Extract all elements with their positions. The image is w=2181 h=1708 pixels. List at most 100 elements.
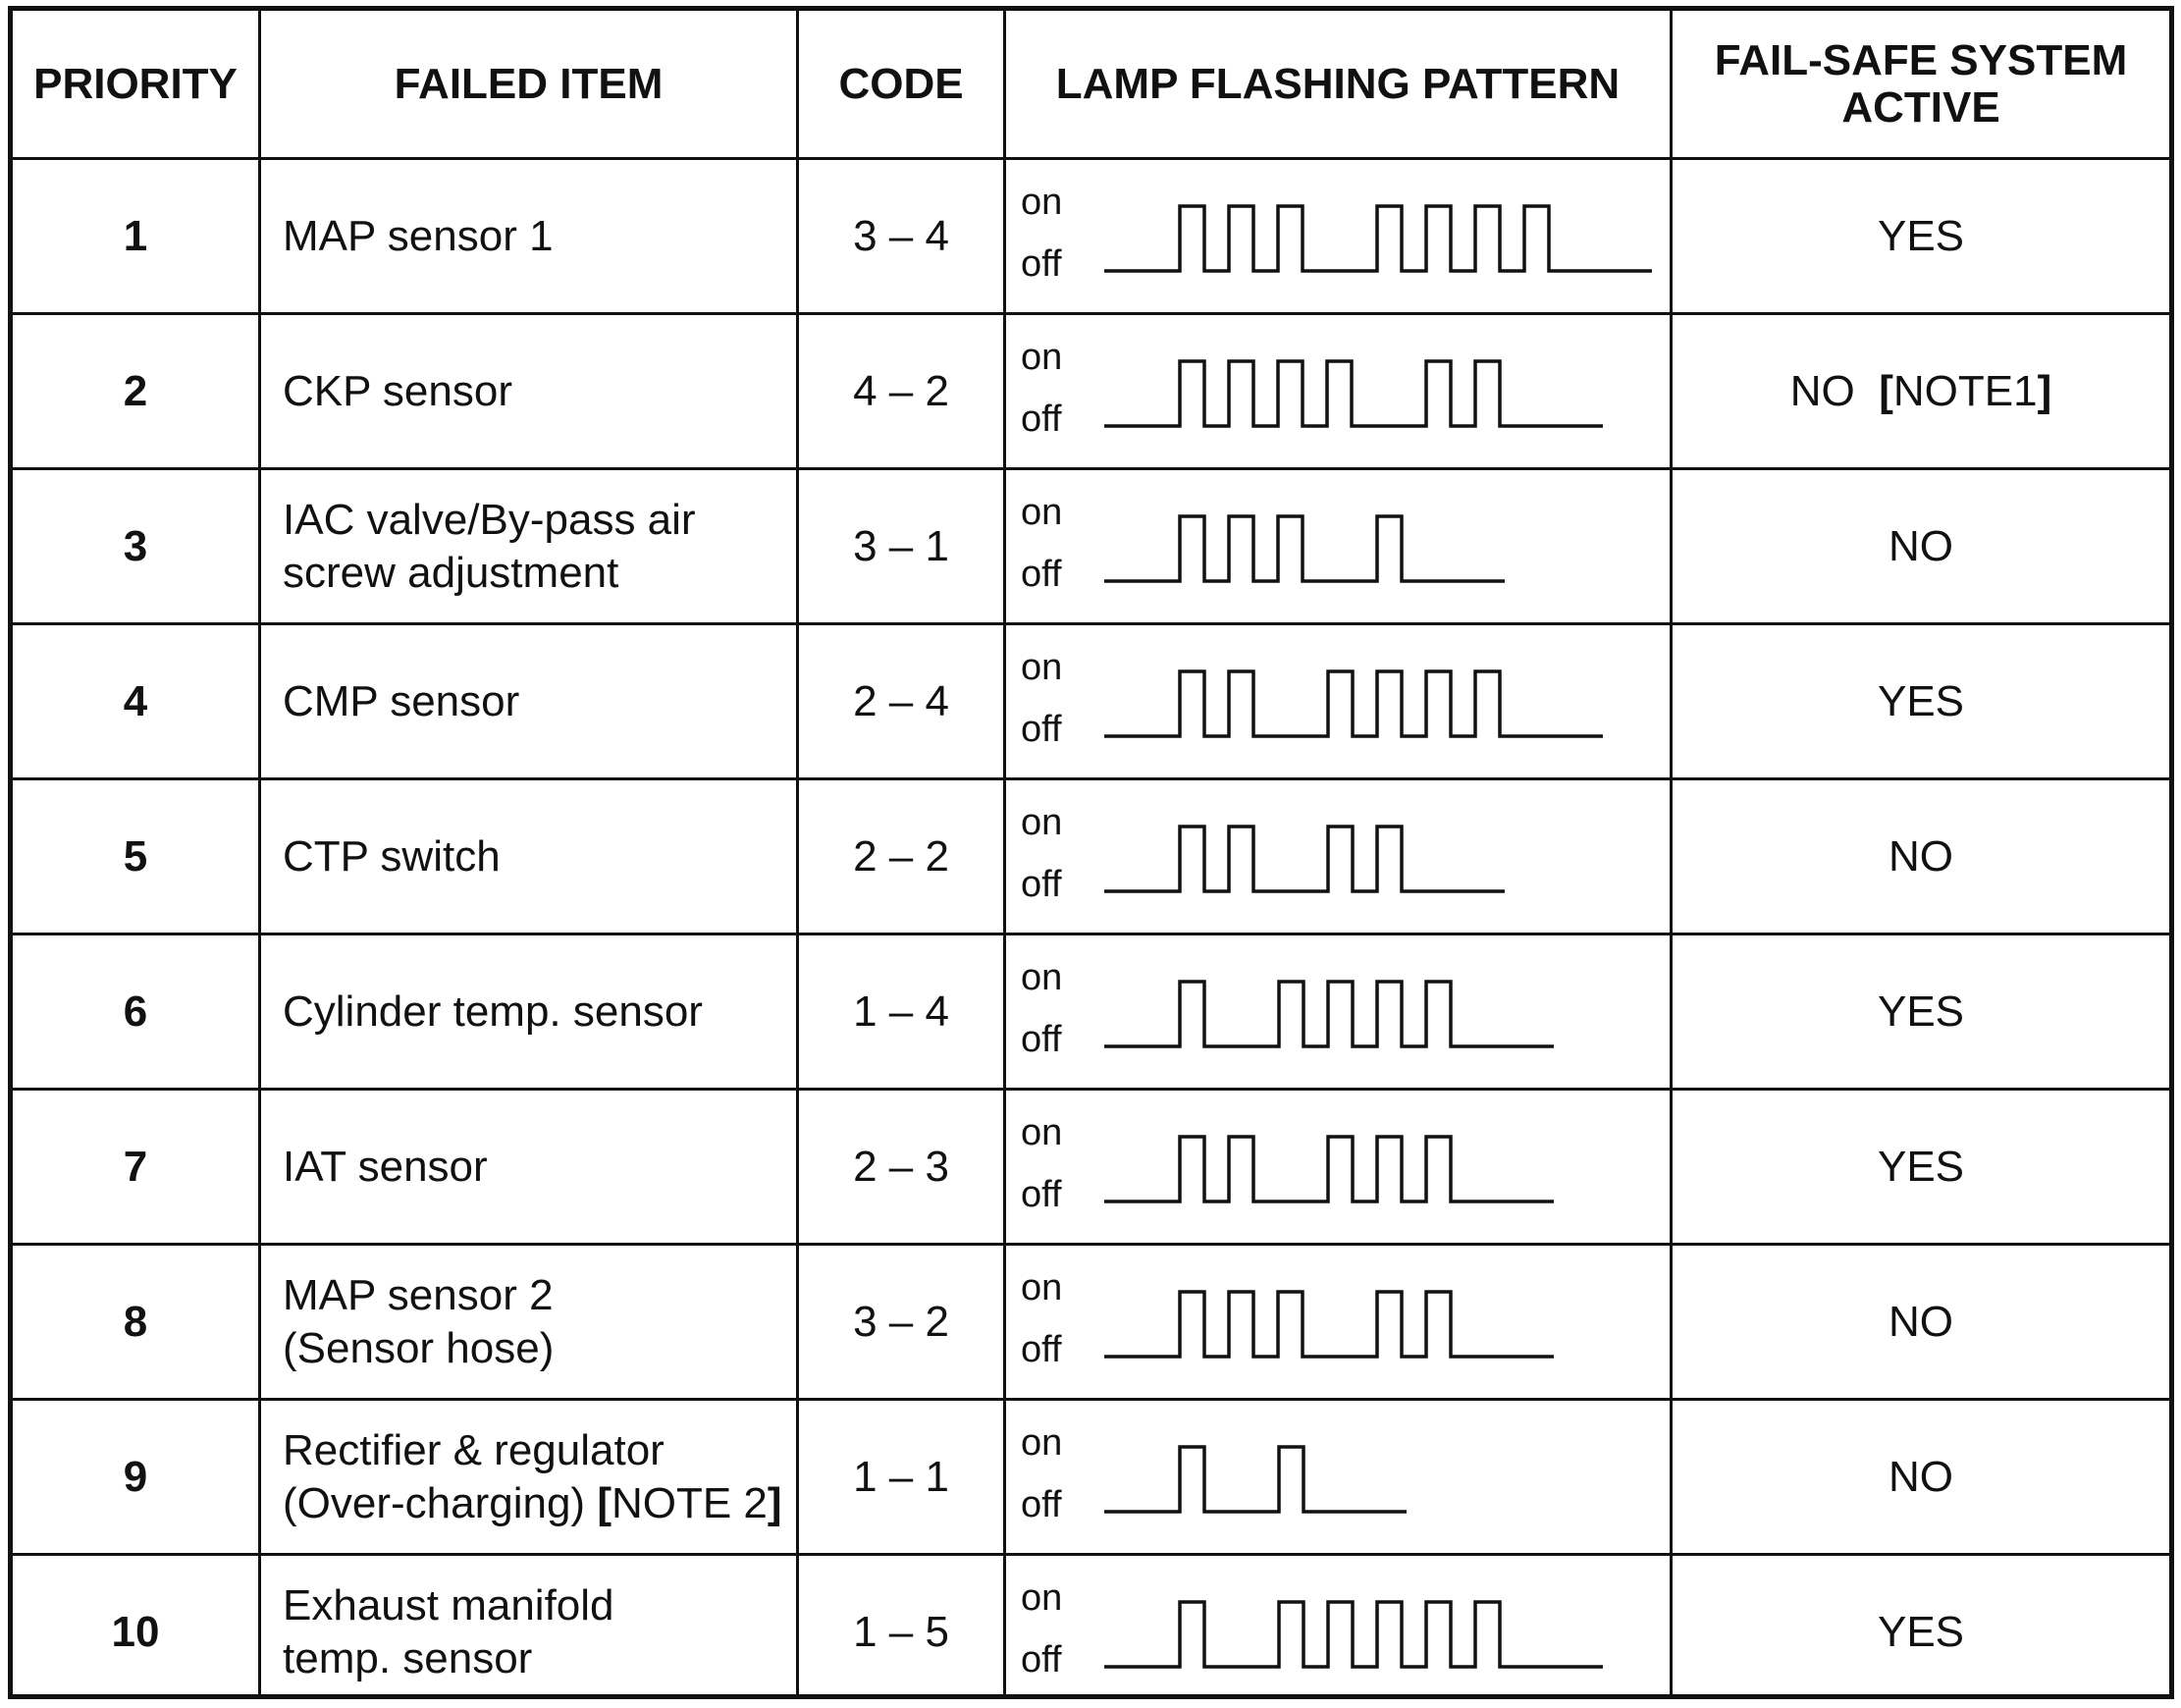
failed-item-line-text: screw adjustment [283,548,619,597]
header-failsafe: FAIL-SAFE SYSTEM ACTIVE [1673,11,2169,157]
lamp-on-label: on [1021,1112,1063,1153]
row-divider [8,933,2174,935]
failsafe-cell: YES [1673,1091,2169,1243]
failed-item-line-text: IAT sensor [283,1142,488,1191]
lamp-on-label: on [1021,182,1063,223]
priority-value: 7 [123,1142,148,1191]
failed-item-text: CTP switch [283,830,501,883]
header-code-label: CODE [838,59,964,108]
note-reference: NOTE1 [1892,366,2038,415]
lamp-on-label: on [1021,802,1063,843]
priority-cell: 3 [13,470,258,622]
failsafe-cell: YES [1673,1556,2169,1708]
lamp-off-label: off [1021,1174,1062,1215]
failed-item-cell: CTP switch [261,780,796,933]
failed-item-line-text: (Over-charging) [283,1478,598,1527]
note-reference: NOTE 2 [611,1478,768,1527]
failsafe-value: YES [1877,987,1965,1036]
priority-value: 10 [111,1607,160,1656]
failsafe-cell: NO [1673,470,2169,622]
code-value: 1 – 5 [853,1607,949,1656]
priority-value: 1 [123,211,148,260]
failed-item-text: Cylinder temp. sensor [283,986,703,1039]
failed-item-cell: Cylinder temp. sensor [261,935,796,1088]
row-divider [8,777,2174,780]
code-cell: 3 – 2 [799,1246,1003,1398]
column-divider [1670,6,1673,1699]
lamp-on-label: on [1021,492,1063,533]
priority-value: 4 [123,676,148,725]
priority-cell: 8 [13,1246,258,1398]
failsafe-value: NO [1888,521,1953,570]
failed-item-text: MAP sensor 2(Sensor hose) [283,1269,554,1375]
failsafe-value: YES [1877,1607,1965,1656]
code-value: 2 – 4 [853,676,949,725]
row-divider [8,622,2174,625]
failed-item-line-text: (Sensor hose) [283,1323,555,1372]
failed-item-line-text: Exhaust manifold [283,1580,614,1629]
failed-item-text: CMP sensor [283,675,519,728]
failsafe-cell: NO [NOTE1] [1673,315,2169,467]
header-priority-label: PRIORITY [33,59,238,108]
failed-item-cell: MAP sensor 2(Sensor hose) [261,1246,796,1398]
priority-cell: 6 [13,935,258,1088]
failsafe-cell: YES [1673,625,2169,777]
priority-value: 2 [123,366,148,415]
failed-item-line: CKP sensor [283,365,512,418]
priority-cell: 9 [13,1401,258,1553]
code-value: 1 – 1 [853,1452,949,1501]
priority-value: 3 [123,521,148,570]
row-divider [8,467,2174,470]
column-divider [258,6,261,1699]
code-cell: 2 – 3 [799,1091,1003,1243]
failed-item-text: CKP sensor [283,365,512,418]
lamp-on-label: on [1021,1422,1063,1464]
failed-item-text: IAT sensor [283,1141,488,1194]
note-bracket-close: ] [2037,366,2052,415]
code-cell: 4 – 2 [799,315,1003,467]
failsafe-cell: NO [1673,780,2169,933]
note-bracket-open: [ [1879,366,1893,415]
code-cell: 1 – 1 [799,1401,1003,1553]
code-value: 3 – 2 [853,1297,949,1346]
failed-item-line: (Over-charging) [NOTE 2] [283,1477,782,1530]
lamp-on-label: on [1021,647,1063,688]
failed-item-line: CTP switch [283,830,501,883]
failed-item-cell: MAP sensor 1 [261,160,796,312]
failed-item-text: MAP sensor 1 [283,210,554,263]
failed-item-line-text: Rectifier & regulator [283,1425,665,1474]
failsafe-cell: NO [1673,1401,2169,1553]
priority-value: 6 [123,987,148,1036]
header-code: CODE [799,11,1003,157]
note-bracket-close: ] [767,1478,782,1527]
table-border [8,6,2174,1699]
priority-value: 9 [123,1452,148,1501]
code-cell: 3 – 1 [799,470,1003,622]
header-failsafe-line2: ACTIVE [1841,82,2000,132]
column-divider [1003,6,1006,1699]
lamp-on-label: on [1021,1577,1063,1619]
failsafe-value: NO [1888,1297,1953,1346]
failed-item-line-text: IAC valve/By-pass air [283,495,696,544]
priority-cell: 7 [13,1091,258,1243]
priority-cell: 1 [13,160,258,312]
header-failsafe-line1: FAIL-SAFE SYSTEM [1714,35,2128,84]
code-value: 1 – 4 [853,987,949,1036]
failsafe-value: NO [1888,831,1953,881]
code-value: 2 – 3 [853,1142,949,1191]
lamp-off-label: off [1021,1329,1062,1370]
failsafe-value: NO [1789,366,1855,415]
code-value: 4 – 2 [853,366,949,415]
failed-item-line: Exhaust manifold [283,1579,614,1632]
failed-item-cell: CMP sensor [261,625,796,777]
failed-item-line: screw adjustment [283,547,696,600]
priority-value: 8 [123,1297,148,1346]
failed-item-line-text: CKP sensor [283,366,512,415]
code-cell: 1 – 5 [799,1556,1003,1708]
failed-item-line-text: temp. sensor [283,1633,533,1682]
priority-value: 5 [123,831,148,881]
failed-item-line-text: Cylinder temp. sensor [283,987,703,1036]
